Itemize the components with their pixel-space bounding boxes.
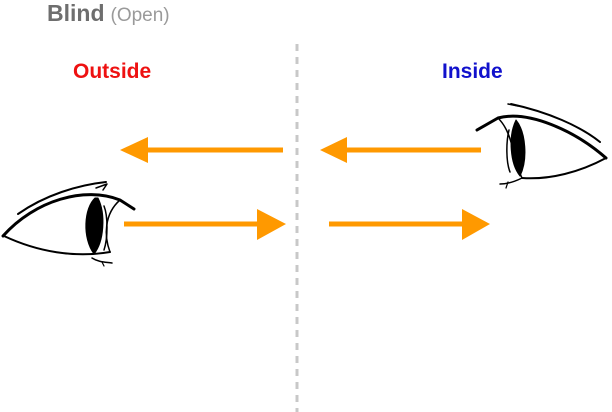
arrow-right-lower-outside <box>124 209 286 240</box>
right-eye-icon <box>475 103 608 189</box>
outside-label: Outside <box>73 60 152 83</box>
diagram-title: Blind(Open) <box>47 0 170 27</box>
inside-label: Inside <box>442 60 503 83</box>
title-text: Blind <box>47 0 105 26</box>
arrow-right-lower-inside <box>329 209 490 240</box>
state-text: (Open) <box>110 5 170 26</box>
arrow-left-upper-outside <box>120 137 283 163</box>
arrow-left-upper-inside <box>320 137 481 163</box>
left-eye-icon <box>1 181 136 267</box>
